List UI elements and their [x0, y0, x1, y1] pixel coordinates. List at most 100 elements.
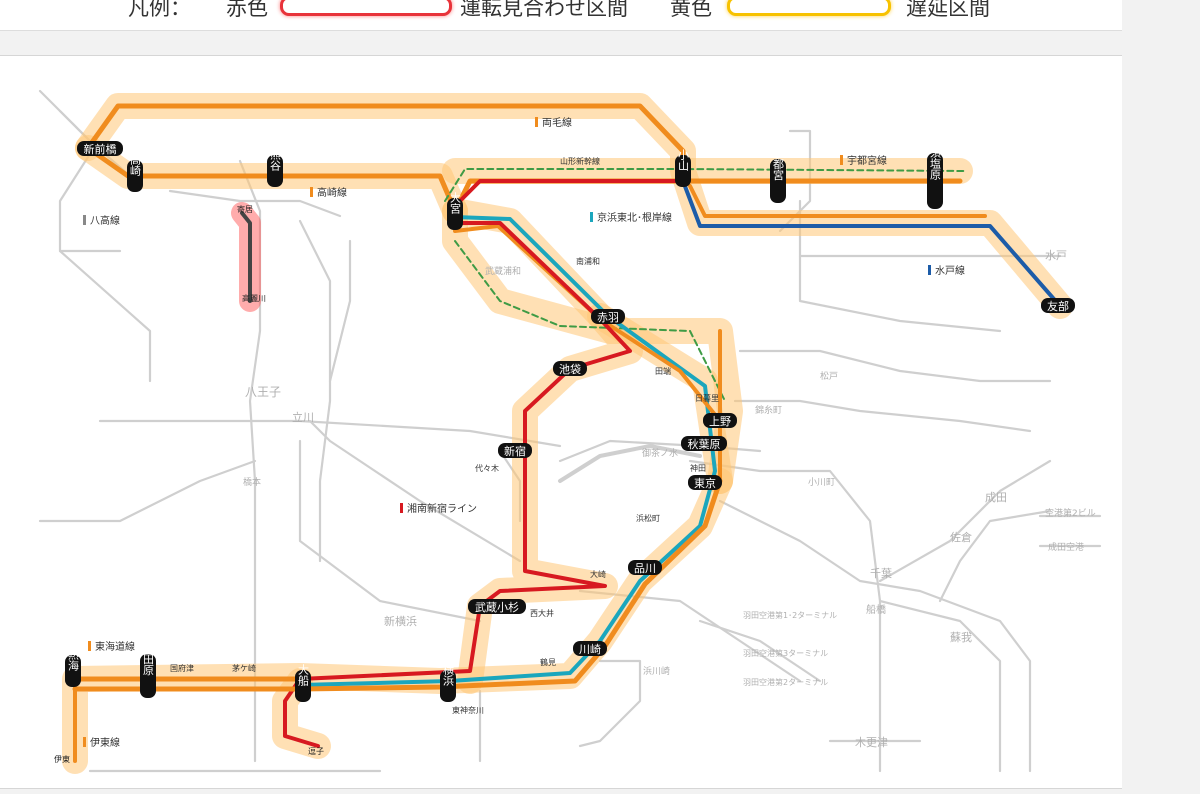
- station-pill-ofuna: [295, 670, 311, 702]
- gray-matsudo: 松戸: [820, 370, 838, 382]
- station-utsunomiya[interactable]: 宇都宮: [770, 147, 786, 203]
- station-label-shinagawa: 品川: [634, 562, 656, 575]
- station-pill-omiya: [447, 198, 463, 230]
- station-shinjuku[interactable]: 新宿: [498, 443, 532, 458]
- shonan-shinjuku-line: [283, 221, 632, 748]
- station-label-ofuna: 大船: [297, 663, 310, 687]
- station-yorii[interactable]: 寄居: [237, 204, 253, 214]
- station-oyama[interactable]: 小山: [675, 149, 691, 187]
- station-label-yokohama: 横浜: [442, 663, 455, 687]
- station-pill-akabane: [591, 309, 625, 324]
- station-tokyo[interactable]: 東京: [688, 475, 722, 490]
- station-odawara[interactable]: 小田原: [140, 642, 156, 698]
- station-label-ikebukuro: 池袋: [559, 362, 581, 376]
- station-omiya[interactable]: 大宮: [447, 191, 463, 230]
- station-ofuna[interactable]: 大船: [295, 663, 311, 702]
- station-ikebukuro[interactable]: 池袋: [553, 361, 587, 376]
- small-minamiurawa: 南浦和: [576, 256, 600, 266]
- label-takasaki: 高崎線: [317, 186, 347, 199]
- station-pill-akihabara: [681, 436, 727, 451]
- gray-narita: 成田: [985, 491, 1007, 504]
- station-label-zushi: 逗子: [308, 747, 324, 756]
- kanda-loop: [558, 444, 702, 483]
- station-akihabara[interactable]: 秋葉原: [681, 436, 727, 451]
- station-akabane[interactable]: 赤羽: [591, 309, 625, 324]
- background-network: [38, 89, 1102, 773]
- station-label-atami: 熱海: [67, 649, 80, 672]
- station-label-utsunomiya: 宇都宮: [772, 147, 785, 181]
- station-pill-shinjuku: [498, 443, 532, 458]
- station-pill-tokyo: [688, 475, 722, 490]
- station-label-ueno: 上野: [709, 415, 731, 428]
- station-pill-yokohama: [440, 670, 456, 702]
- station-zushi[interactable]: 逗子: [308, 747, 324, 756]
- small-station-labels: 南浦和 田端 日暮里 神田 浜松町 大崎 西大井 鶴見 東神奈川 国府津 茅ケ崎…: [170, 256, 719, 715]
- station-tomobe[interactable]: 友部: [1041, 298, 1075, 313]
- label-keihin: 京浜東北･根岸線: [597, 211, 672, 224]
- keihin-tohoku-line: [298, 215, 717, 687]
- station-label-kawasaki: 川崎: [579, 642, 601, 656]
- gray-hashimoto: 橋本: [243, 476, 261, 488]
- station-pill-shinagawa: [628, 560, 662, 575]
- gray-haneda3: 羽田空港第2ターミナル: [743, 677, 828, 687]
- station-komagawa[interactable]: 高麗川: [242, 293, 266, 303]
- station-pill-atami: [65, 655, 81, 687]
- station-shinagawa[interactable]: 品川: [628, 560, 662, 575]
- tokaido-line: [72, 478, 723, 692]
- gray-hamakawasaki: 浜川崎: [643, 665, 670, 677]
- station-pill-nasushiobara: [927, 153, 943, 209]
- station-ueno[interactable]: 上野: [703, 413, 737, 428]
- hachiko-line: [240, 211, 252, 303]
- small-yoyogi: 代々木: [475, 463, 499, 473]
- route-map: 両毛線 高崎線 八高線 山形新幹線 宇都宮線 京浜東北･根岸線 水戸線 湘南新宿…: [38, 89, 1102, 774]
- station-label-tomobe: 友部: [1047, 299, 1069, 313]
- gray-narita-airport2: 空港第2ビル: [1045, 507, 1096, 519]
- gray-soga: 蘇我: [950, 631, 972, 644]
- station-yokohama[interactable]: 横浜: [440, 663, 456, 702]
- gray-narita-airport: 成田空港: [1048, 541, 1084, 553]
- station-label-odawara: 小田原: [142, 642, 155, 675]
- gray-tachikawa: 立川: [292, 410, 314, 424]
- station-pill-musashikosugi: [468, 599, 526, 614]
- shonan-upper: [453, 179, 685, 208]
- station-pill-oyama: [675, 155, 691, 187]
- small-higashikanagawa: 東神奈川: [452, 705, 484, 715]
- label-utsunomiya: 宇都宮線: [847, 154, 887, 167]
- small-osaki: 大崎: [590, 569, 606, 579]
- small-nippori: 日暮里: [695, 393, 719, 403]
- station-shinmaebashi[interactable]: 新前橋: [77, 141, 123, 156]
- station-nasushiobara[interactable]: 那須塩原: [927, 136, 943, 209]
- takasaki-line: [85, 145, 458, 214]
- gray-shinyokohama: 新横浜: [384, 614, 417, 628]
- station-label-akihabara: 秋葉原: [688, 437, 721, 451]
- gray-chiba: 千葉: [870, 566, 892, 580]
- legend-red-desc: 運転見合わせ区間: [460, 0, 628, 20]
- small-chigasaki: 茅ケ崎: [232, 663, 256, 673]
- station-pill-takasaki: [127, 160, 143, 192]
- station-ito[interactable]: 伊東: [54, 754, 70, 764]
- right-margin: [1122, 0, 1200, 794]
- route-lines: [72, 103, 1062, 763]
- delay-halo: [62, 93, 1073, 774]
- gray-hachioji: 八王子: [245, 385, 281, 399]
- gray-ogawamachi: 小川町: [808, 477, 835, 488]
- station-kawasaki[interactable]: 川崎: [573, 641, 607, 656]
- label-hachiko: 八高線: [90, 214, 120, 227]
- station-label-tokyo: 東京: [694, 476, 716, 490]
- station-pill-kawasaki: [573, 641, 607, 656]
- gray-musashiurawa: 武蔵浦和: [485, 265, 521, 277]
- station-label-shinjuku: 新宿: [504, 444, 526, 458]
- legend-yellow-swatch: [727, 0, 891, 16]
- legend-label: 凡例：: [128, 0, 191, 20]
- station-label-ito: 伊東: [54, 754, 70, 764]
- station-takasaki[interactable]: 高崎: [127, 153, 143, 192]
- station-musashikosugi[interactable]: 武蔵小杉: [468, 599, 526, 614]
- station-pill-ikebukuro: [553, 361, 587, 376]
- station-pill-kumagaya: [267, 155, 283, 187]
- label-shonan: 湘南新宿ライン: [407, 502, 477, 515]
- station-pill-utsunomiya: [770, 159, 786, 203]
- station-atami[interactable]: 熱海: [65, 649, 81, 687]
- gray-mito: 水戸: [1045, 249, 1067, 262]
- station-kumagaya[interactable]: 熊谷: [267, 148, 283, 187]
